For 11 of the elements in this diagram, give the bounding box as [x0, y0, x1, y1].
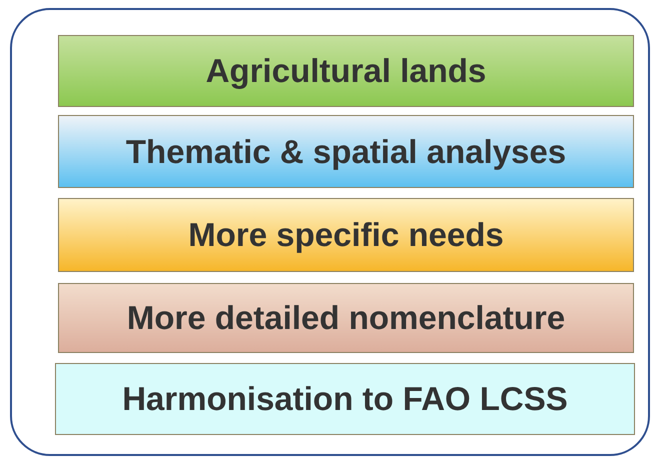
layer-label: Harmonisation to FAO LCSS	[122, 380, 568, 418]
layer-box	[58, 198, 634, 272]
layer-label: More specific needs	[188, 216, 504, 254]
layer-box	[58, 283, 634, 353]
layer-label: Thematic & spatial analyses	[126, 132, 566, 170]
layer-box	[58, 115, 634, 188]
layer-label: Agricultural lands	[206, 52, 486, 90]
layer-box	[55, 363, 635, 435]
layer-label: More detailed nomenclature	[126, 299, 566, 337]
frame-box	[10, 8, 650, 456]
layer-box	[58, 35, 634, 107]
